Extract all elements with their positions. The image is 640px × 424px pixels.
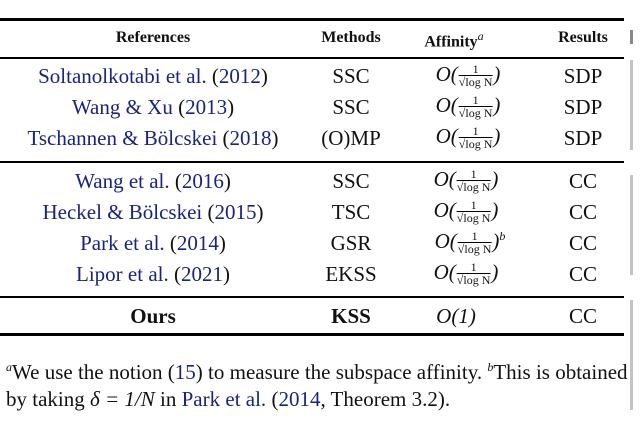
- reference-citation[interactable]: Wang et al. (2016): [75, 169, 231, 193]
- table-top-rule: [0, 18, 624, 21]
- citation-year-link[interactable]: 2014: [278, 387, 321, 411]
- result: CC: [568, 231, 598, 255]
- header-methods: Methods: [321, 29, 381, 46]
- method: TSC: [331, 200, 371, 224]
- citation-link[interactable]: Park et al.: [181, 387, 267, 411]
- affinity-value: O(1√log N): [433, 167, 499, 195]
- method: KSS: [331, 304, 371, 328]
- result: CC: [568, 262, 598, 286]
- result: CC: [568, 200, 598, 224]
- header-references: References: [115, 29, 191, 46]
- affinity-value: O(1√log N): [435, 93, 501, 121]
- method: EKSS: [325, 262, 377, 286]
- method: SSC: [332, 64, 370, 88]
- method: SSC: [332, 169, 370, 193]
- header-affinity: Affinitya: [424, 29, 484, 51]
- cropped-text-edge: [630, 175, 633, 275]
- affinity-value: O(1√log N): [433, 198, 499, 226]
- reference-citation[interactable]: Soltanolkotabi et al. (2012): [38, 64, 268, 88]
- reference-citation[interactable]: Lipor et al. (2021): [76, 262, 230, 286]
- ours-top-rule: [0, 296, 624, 298]
- reference-citation[interactable]: Park et al. (2014): [80, 231, 226, 255]
- header-bottom-rule: [0, 57, 624, 59]
- result: SDP: [563, 95, 603, 119]
- cropped-text-edge: [630, 30, 633, 44]
- method: (O)MP: [321, 126, 381, 150]
- table-footnote: aWe use the notion (15) to measure the s…: [6, 360, 628, 411]
- result: CC: [568, 169, 598, 193]
- affinity-value: O(1): [436, 304, 476, 328]
- method: SSC: [332, 95, 370, 119]
- affinity-value: O(1√log N): [435, 124, 501, 152]
- group-divider-rule: [0, 161, 624, 163]
- method: GSR: [330, 231, 372, 255]
- equation-link[interactable]: 15: [174, 360, 196, 384]
- result: SDP: [563, 126, 603, 150]
- affinity-value: O(1√log N)b: [434, 229, 506, 257]
- reference-citation[interactable]: Tschannen & Bölcskei (2018): [27, 126, 279, 150]
- reference-ours: Ours: [130, 304, 176, 328]
- affinity-value: O(1√log N): [435, 62, 501, 90]
- result: CC: [568, 304, 598, 328]
- cropped-text-edge: [630, 300, 633, 410]
- header-results: Results: [558, 29, 608, 46]
- reference-citation[interactable]: Wang & Xu (2013): [71, 95, 235, 119]
- reference-citation[interactable]: Heckel & Bölcskei (2015): [42, 200, 264, 224]
- affinity-value: O(1√log N): [433, 260, 499, 288]
- cropped-text-edge: [630, 60, 633, 150]
- result: SDP: [563, 64, 603, 88]
- table-bottom-rule: [0, 333, 624, 336]
